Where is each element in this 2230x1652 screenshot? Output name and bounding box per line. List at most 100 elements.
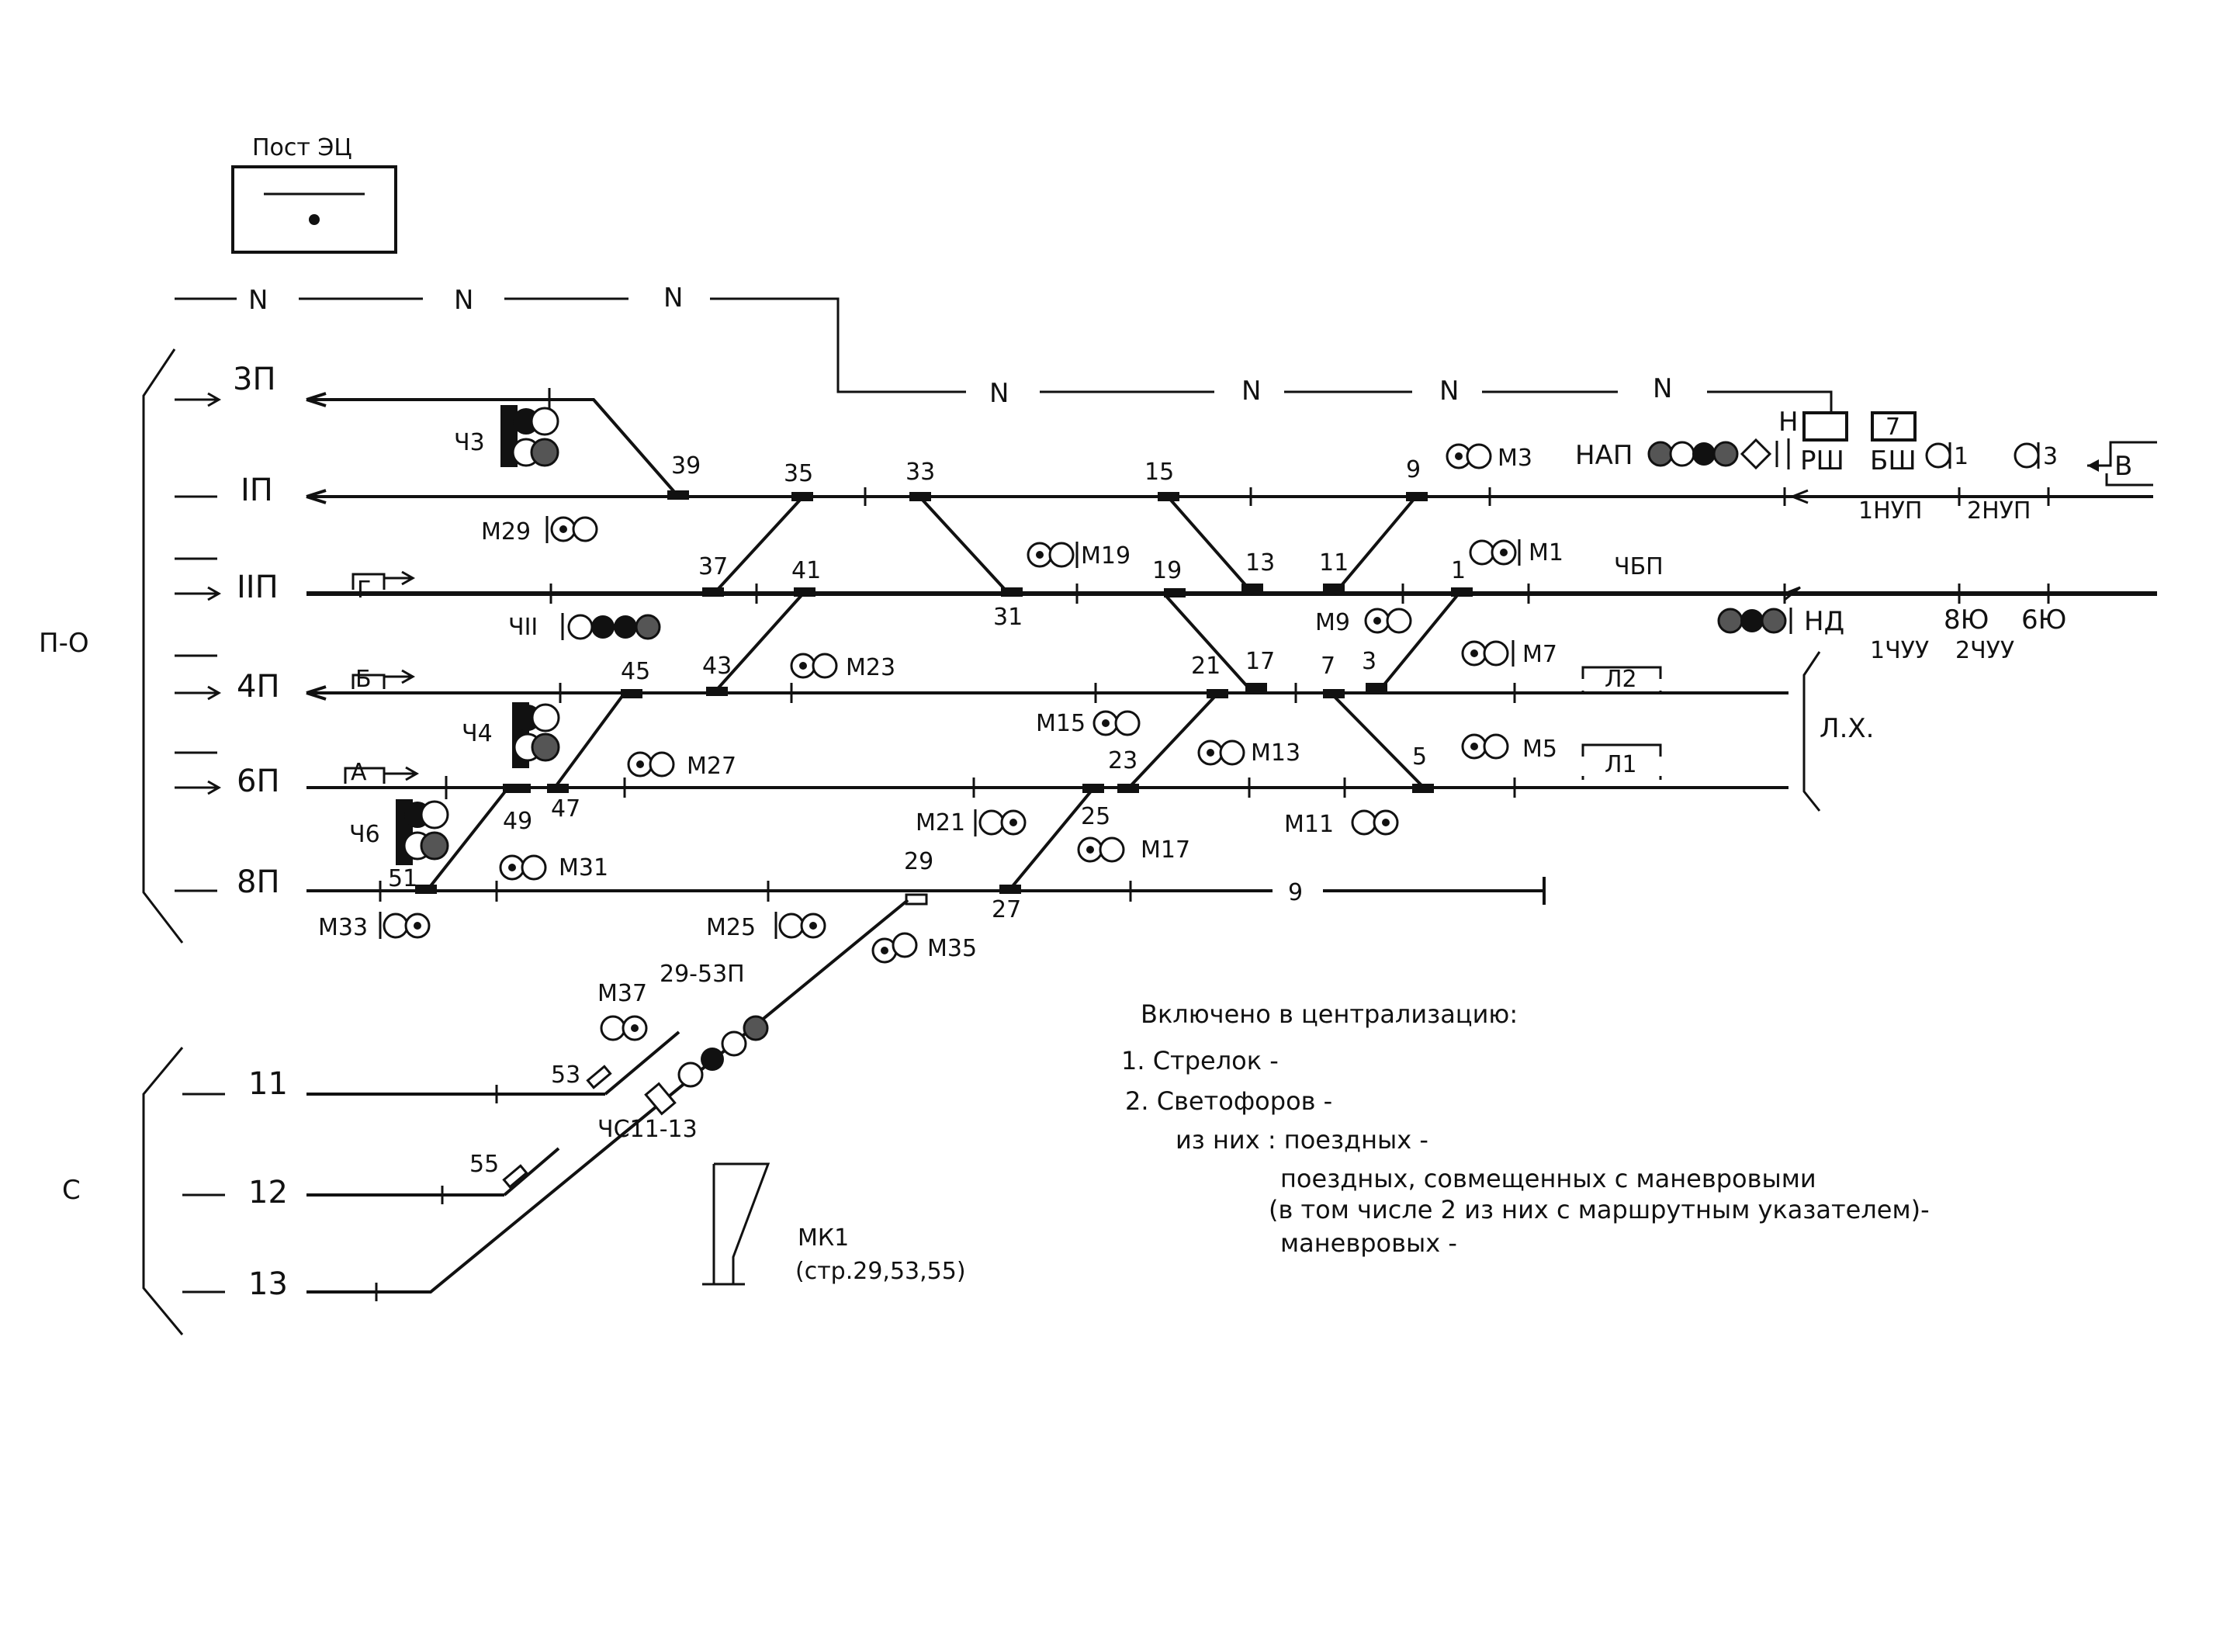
track-label: 3П: [233, 362, 276, 397]
bsh-box: [1871, 411, 1917, 442]
cable-mark: N: [989, 378, 1009, 409]
section-label: 8Ю: [1944, 604, 1989, 636]
switch-number: 3: [1362, 648, 1376, 675]
section-label: 2ЧУУ: [1955, 637, 2014, 664]
notes-line: (в том числе 2 из них с маршрутным указа…: [1269, 1195, 1930, 1224]
shunt-signal-m21: [974, 809, 1027, 836]
switch-markers: [415, 490, 1473, 1189]
shunt-signal-m25: [774, 912, 826, 939]
group-label-c: С: [62, 1175, 81, 1206]
group-bracket-po: [142, 348, 184, 944]
notes-line: 2. Светофоров -: [1125, 1086, 1332, 1116]
track-label: 11: [248, 1066, 288, 1102]
signal-chs11-13: [644, 1015, 769, 1116]
track-label: 13: [248, 1266, 288, 1302]
cable-h-label: Н: [1778, 407, 1799, 438]
signal-label: М27: [687, 753, 736, 780]
signal-label: Ч3: [454, 429, 485, 456]
signal-label: 1: [1954, 443, 1969, 470]
signal-label: М9: [1315, 609, 1350, 636]
signal-label: М21: [916, 809, 965, 836]
track-labels: 3П IП IIП 4П 6П 8П 11 12 13: [175, 362, 288, 1302]
signal-nap: [1647, 438, 1778, 470]
signal-label: М15: [1036, 710, 1086, 737]
shunt-signal-m1: [1469, 539, 1521, 566]
signal-ch3: [500, 405, 559, 467]
signal-label: НД: [1804, 606, 1844, 637]
shunt-signal-m17: [1077, 836, 1125, 863]
cable-mark: N: [1653, 373, 1672, 404]
shunt-signal-m27: [627, 751, 675, 778]
section-label: Л1: [1605, 751, 1637, 778]
switch-number: 15: [1144, 459, 1174, 486]
cable-mark: N: [1439, 376, 1459, 407]
switch-number: 51: [388, 865, 417, 892]
switch-number: 21: [1191, 653, 1221, 680]
switch-number: 17: [1245, 648, 1275, 675]
cable-line: N N N N N N N Н: [175, 282, 1833, 438]
switch-number: 25: [1081, 803, 1110, 830]
mk-name: МК1: [798, 1224, 849, 1252]
switch-number: 11: [1319, 549, 1349, 577]
signal-ch6: [396, 799, 449, 865]
section-label: 1ЧУУ: [1870, 637, 1929, 664]
switch-number: 39: [671, 452, 701, 480]
switch-number: 35: [784, 460, 813, 487]
signal-label: Ч4: [462, 720, 493, 747]
signal-label: Ч6: [349, 821, 380, 848]
track-label: IП: [241, 473, 273, 508]
shunt-signal-m15: [1092, 710, 1141, 736]
section-label: 6Ю: [2021, 604, 2066, 636]
route-markers: Г Б А: [344, 570, 420, 786]
group-bracket-lx: [1802, 651, 1821, 812]
group-label-po: П-О: [39, 628, 89, 659]
cable-mark: N: [1241, 376, 1261, 407]
track-label: 6П: [237, 764, 280, 799]
shunt-signal-m35: [871, 932, 918, 964]
shunting-signals: М3 М29 М19 М1 М9 М23 М7 М15 М13 М5 М27 М…: [318, 443, 1563, 1041]
signal-label: ЧII: [508, 614, 538, 641]
rsh-label: РШ: [1800, 445, 1844, 476]
switch-number: 33: [906, 459, 935, 486]
shunt-signal-m11: [1351, 809, 1399, 836]
signal-label: М37: [597, 980, 647, 1007]
switch-number: 23: [1108, 747, 1138, 774]
track-label: 12: [248, 1175, 288, 1210]
section-label: ЧБП: [1614, 553, 1664, 580]
signal-label: М33: [318, 914, 368, 941]
notes-header: Включено в централизацию:: [1141, 999, 1518, 1029]
shunt-signal-m13: [1197, 739, 1245, 766]
signal-label: М31: [559, 854, 608, 881]
mk1-column: [702, 1162, 770, 1286]
signal-label: М7: [1522, 641, 1557, 668]
cable-mark: N: [248, 285, 268, 316]
signal-nd: [1717, 608, 1792, 634]
switch-number: 41: [791, 557, 821, 584]
shunt-signal-m3: [1446, 443, 1492, 469]
switch-number: 1: [1451, 557, 1466, 584]
section-label: Л2: [1605, 666, 1637, 693]
notes-line: 1. Стрелок -: [1121, 1046, 1279, 1075]
shunt-signal-m31: [499, 854, 547, 881]
signal-label: М19: [1081, 542, 1131, 570]
signal-ch4: [512, 702, 560, 768]
switch-number: 7: [1321, 653, 1335, 680]
switch-number: 55: [469, 1151, 499, 1178]
cable-mark: N: [663, 282, 683, 313]
group-label-lx: Л.Х.: [1820, 713, 1874, 744]
section-label: 29-53П: [660, 961, 745, 988]
switch-number: 13: [1245, 549, 1275, 577]
mk-sub: (стр.29,53,55): [795, 1258, 966, 1285]
section-label: 1НУП: [1858, 497, 1923, 525]
switch-number: 45: [621, 658, 650, 685]
route-label: А: [351, 759, 367, 786]
notes-line: поездных, совмещенных с маневровыми: [1280, 1164, 1816, 1193]
shunt-signal-m5: [1461, 733, 1509, 760]
switch-number: 43: [702, 653, 732, 680]
signal-label: ЧС11-13: [597, 1116, 698, 1143]
signal-label: М3: [1498, 445, 1532, 472]
signal-label: М1: [1529, 539, 1563, 566]
route-label: Г: [357, 577, 371, 604]
box-label: 7: [1885, 414, 1900, 441]
